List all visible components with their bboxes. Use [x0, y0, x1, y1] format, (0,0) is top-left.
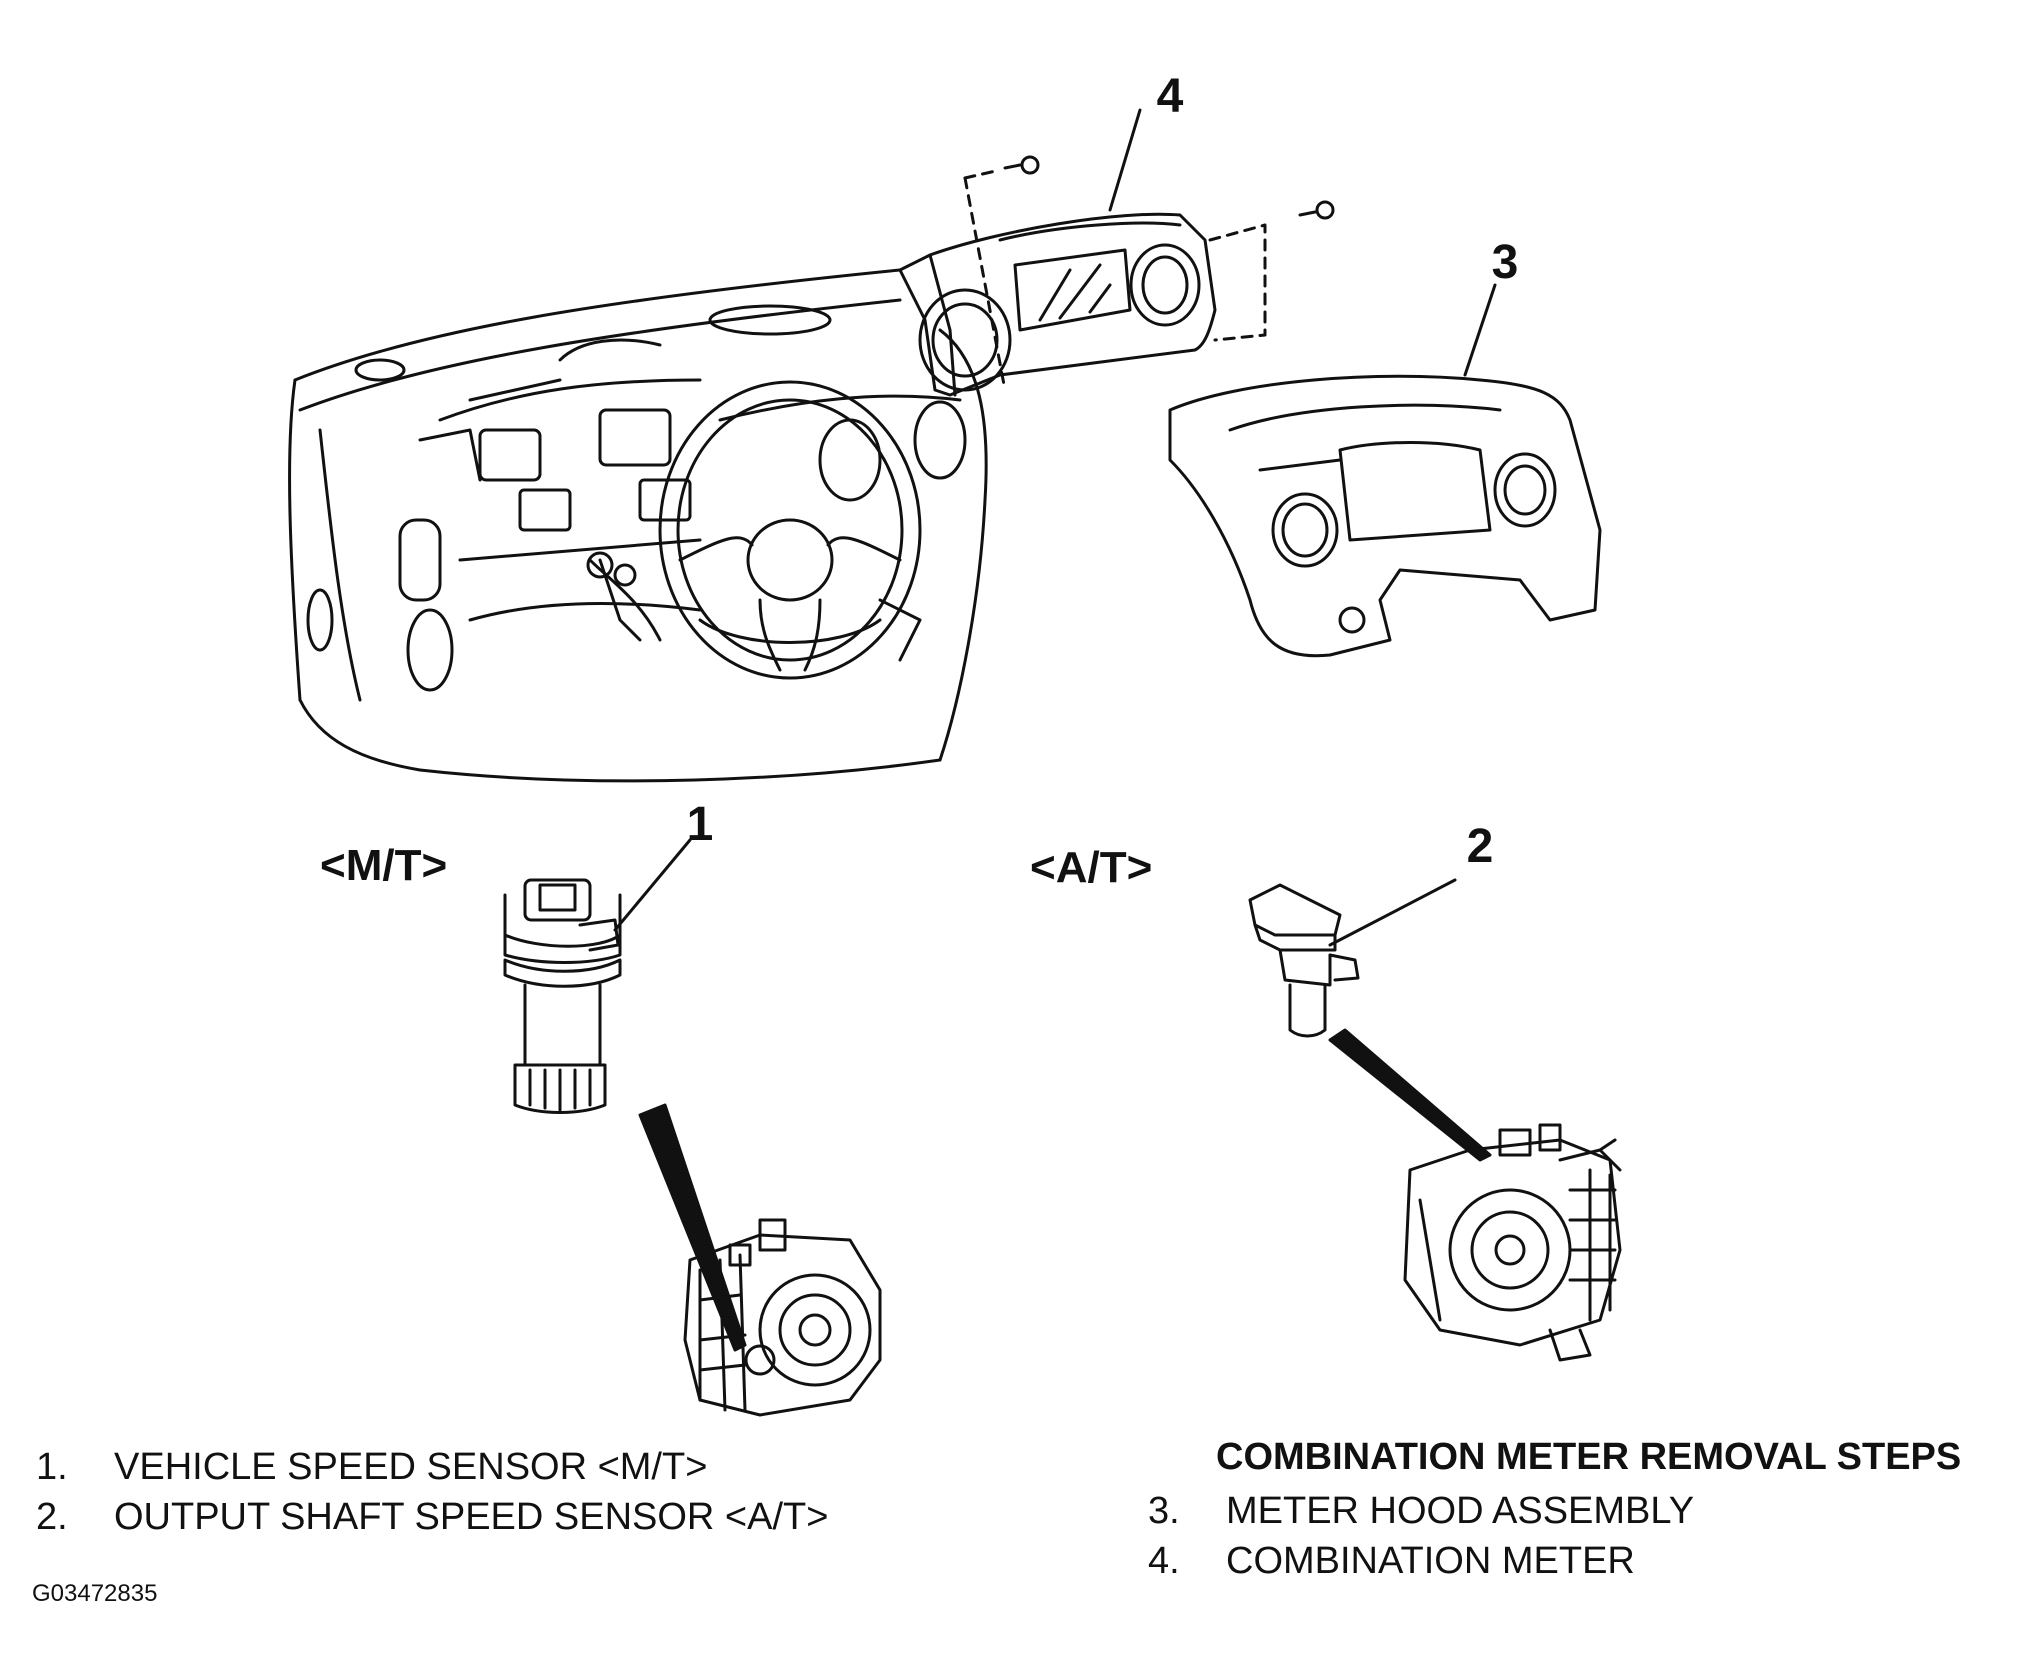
legend-item-number: 2. — [36, 1496, 68, 1538]
legend-item-text: COMBINATION METER — [1226, 1540, 1635, 1582]
legend-item-text: METER HOOD ASSEMBLY — [1226, 1490, 1695, 1532]
legend-item-number: 3. — [1148, 1490, 1180, 1532]
legend-item: 1. VEHICLE SPEED SENSOR <M/T> — [36, 1442, 828, 1492]
legend-item: 4. COMBINATION METER — [1148, 1536, 1961, 1586]
legend-item: 3. METER HOOD ASSEMBLY — [1148, 1486, 1961, 1536]
manual-transmission-drawing — [683, 1218, 882, 1417]
legend-item-number: 4. — [1148, 1540, 1180, 1582]
vehicle-speed-sensor-drawing — [503, 838, 747, 1352]
combination-meter-drawing — [898, 108, 1335, 397]
variant-label-mt: <M/T> — [320, 841, 447, 890]
legend-removal-steps: COMBINATION METER REMOVAL STEPS 3. METER … — [1148, 1432, 1961, 1586]
output-shaft-speed-sensor-drawing — [1248, 878, 1492, 1162]
automatic-transmission-drawing — [1403, 1123, 1622, 1362]
meter-hood-drawing — [1168, 283, 1602, 658]
legend-sensors: 1. VEHICLE SPEED SENSOR <M/T> 2. OUTPUT SH… — [36, 1442, 828, 1542]
callout-2: 2 — [1467, 820, 1494, 873]
callout-4: 4 — [1157, 70, 1184, 123]
legend-item: 2. OUTPUT SHAFT SPEED SENSOR <A/T> — [36, 1492, 828, 1542]
legend-item-number: 1. — [36, 1446, 68, 1488]
legend-item-text: VEHICLE SPEED SENSOR <M/T> — [114, 1446, 708, 1488]
callout-1: 1 — [687, 798, 714, 851]
removal-steps-title: COMBINATION METER REMOVAL STEPS — [1216, 1436, 1962, 1478]
callout-3: 3 — [1492, 236, 1519, 289]
legend-item-text: OUTPUT SHAFT SPEED SENSOR <A/T> — [114, 1496, 829, 1538]
dashboard-drawing — [288, 268, 988, 783]
figure-id: G03472835 — [32, 1580, 158, 1607]
variant-label-at: <A/T> — [1030, 843, 1152, 892]
